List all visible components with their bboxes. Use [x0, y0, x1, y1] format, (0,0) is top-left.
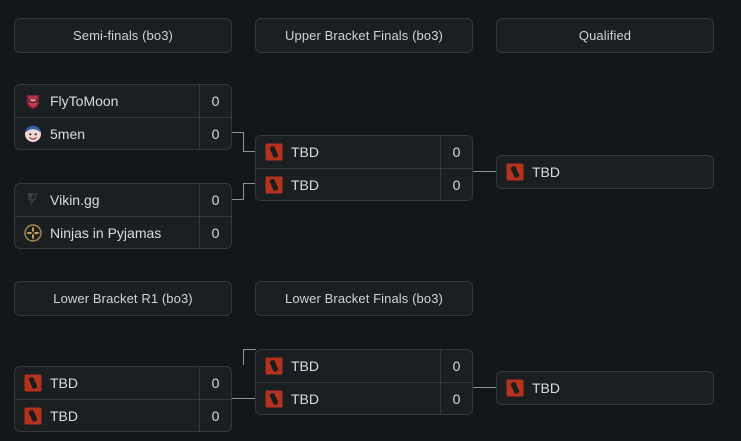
match-row[interactable]: Ninjas in Pyjamas 0: [15, 216, 231, 248]
team-cell: 5men: [15, 118, 199, 149]
match-upper-semi-2[interactable]: Vikin.gg 0 Ninjas in Pyjamas 0: [14, 183, 232, 249]
nip-logo: [24, 223, 42, 242]
score-cell: 0: [199, 118, 231, 149]
dota2-logo: [265, 357, 283, 375]
score-cell: 0: [440, 136, 472, 168]
connector-upper-semi1-horizontal: [231, 132, 243, 133]
dota2-logo: [506, 379, 524, 397]
round-header-semi-finals[interactable]: Semi-finals (bo3): [14, 18, 232, 53]
round-header-qualified[interactable]: Qualified: [496, 18, 714, 53]
team-cell: Vikin.gg: [15, 184, 199, 216]
team-cell: TBD: [497, 372, 713, 404]
match-upper-semi-1[interactable]: FlyToMoon 0 5men 0: [14, 84, 232, 150]
flytomoon-logo: [27, 95, 39, 109]
score-cell: 0: [199, 184, 231, 216]
vikingg-logo: [28, 193, 38, 207]
match-upper-bracket-finals[interactable]: TBD 0 TBD 0: [255, 135, 473, 201]
match-lower-qualified[interactable]: TBD: [496, 371, 714, 405]
match-row[interactable]: TBD: [497, 372, 713, 404]
score-cell: 0: [440, 383, 472, 414]
team-name: TBD: [291, 176, 319, 193]
team-cell: TBD: [497, 156, 713, 188]
team-name: TBD: [291, 390, 319, 407]
match-row[interactable]: TBD: [497, 156, 713, 188]
team-name: TBD: [50, 407, 78, 424]
dota2-logo: [265, 143, 283, 161]
match-row[interactable]: 5men 0: [15, 117, 231, 149]
team-name: TBD: [532, 380, 560, 396]
team-cell: TBD: [256, 350, 440, 382]
dota2-logo: [24, 407, 42, 424]
match-row[interactable]: TBD 0: [15, 399, 231, 431]
team-cell: TBD: [15, 367, 199, 399]
round-header-upper-bracket-finals[interactable]: Upper Bracket Finals (bo3): [255, 18, 473, 53]
team-name: Vikin.gg: [50, 192, 100, 208]
score-cell: 0: [440, 169, 472, 200]
round-header-label: Qualified: [578, 28, 632, 43]
score-cell: 0: [199, 85, 231, 117]
match-row[interactable]: TBD 0: [256, 350, 472, 382]
team-name: TBD: [50, 375, 78, 391]
connector-upper-ubf-bottom-in: [243, 183, 256, 184]
dota2-logo: [265, 390, 283, 407]
connector-lower-lbf-top-in: [243, 349, 256, 350]
match-row[interactable]: TBD 0: [256, 136, 472, 168]
connector-upper-qualified: [473, 171, 497, 172]
round-header-label: Lower Bracket R1 (bo3): [53, 291, 193, 306]
team-cell: TBD: [256, 383, 440, 414]
5men-logo: [25, 125, 41, 142]
connector-lower-lbf-vertical: [243, 349, 244, 365]
score-cell: 0: [199, 367, 231, 399]
team-name: 5men: [50, 125, 86, 142]
match-row[interactable]: TBD 0: [256, 168, 472, 200]
round-header-lower-bracket-r1[interactable]: Lower Bracket R1 (bo3): [14, 281, 232, 316]
match-lower-bracket-r1[interactable]: TBD 0 TBD 0: [14, 366, 232, 432]
connector-lower-qualified: [473, 387, 497, 388]
score-cell: 0: [440, 350, 472, 382]
match-row[interactable]: TBD 0: [15, 367, 231, 399]
connector-upper-semi2-vertical: [243, 183, 244, 200]
dota2-logo: [24, 374, 42, 392]
team-name: Ninjas in Pyjamas: [50, 224, 162, 241]
team-cell: TBD: [256, 169, 440, 200]
score-cell: 0: [199, 217, 231, 248]
team-cell: Ninjas in Pyjamas: [15, 217, 199, 248]
team-name: TBD: [291, 144, 319, 160]
match-upper-qualified[interactable]: TBD: [496, 155, 714, 189]
match-row[interactable]: TBD 0: [256, 382, 472, 414]
score-cell: 0: [199, 400, 231, 431]
match-row[interactable]: FlyToMoon 0: [15, 85, 231, 117]
team-cell: FlyToMoon: [15, 85, 199, 117]
round-header-label: Semi-finals (bo3): [73, 28, 173, 43]
dota2-logo: [265, 176, 283, 193]
dota2-logo: [506, 163, 524, 181]
round-header-lower-bracket-finals[interactable]: Lower Bracket Finals (bo3): [255, 281, 473, 316]
connector-upper-semi2-horizontal: [231, 199, 243, 200]
connector-upper-semi1-vertical: [243, 132, 244, 151]
match-lower-bracket-finals[interactable]: TBD 0 TBD 0: [255, 349, 473, 415]
team-cell: TBD: [256, 136, 440, 168]
connector-lower-r1-horizontal: [231, 398, 256, 399]
team-cell: TBD: [15, 400, 199, 431]
team-name: FlyToMoon: [50, 93, 119, 109]
round-header-label: Lower Bracket Finals (bo3): [285, 291, 443, 306]
team-name: TBD: [291, 358, 319, 374]
round-header-label: Upper Bracket Finals (bo3): [285, 28, 443, 43]
match-row[interactable]: Vikin.gg 0: [15, 184, 231, 216]
connector-upper-ubf-top-in: [243, 151, 256, 152]
team-name: TBD: [532, 164, 560, 180]
